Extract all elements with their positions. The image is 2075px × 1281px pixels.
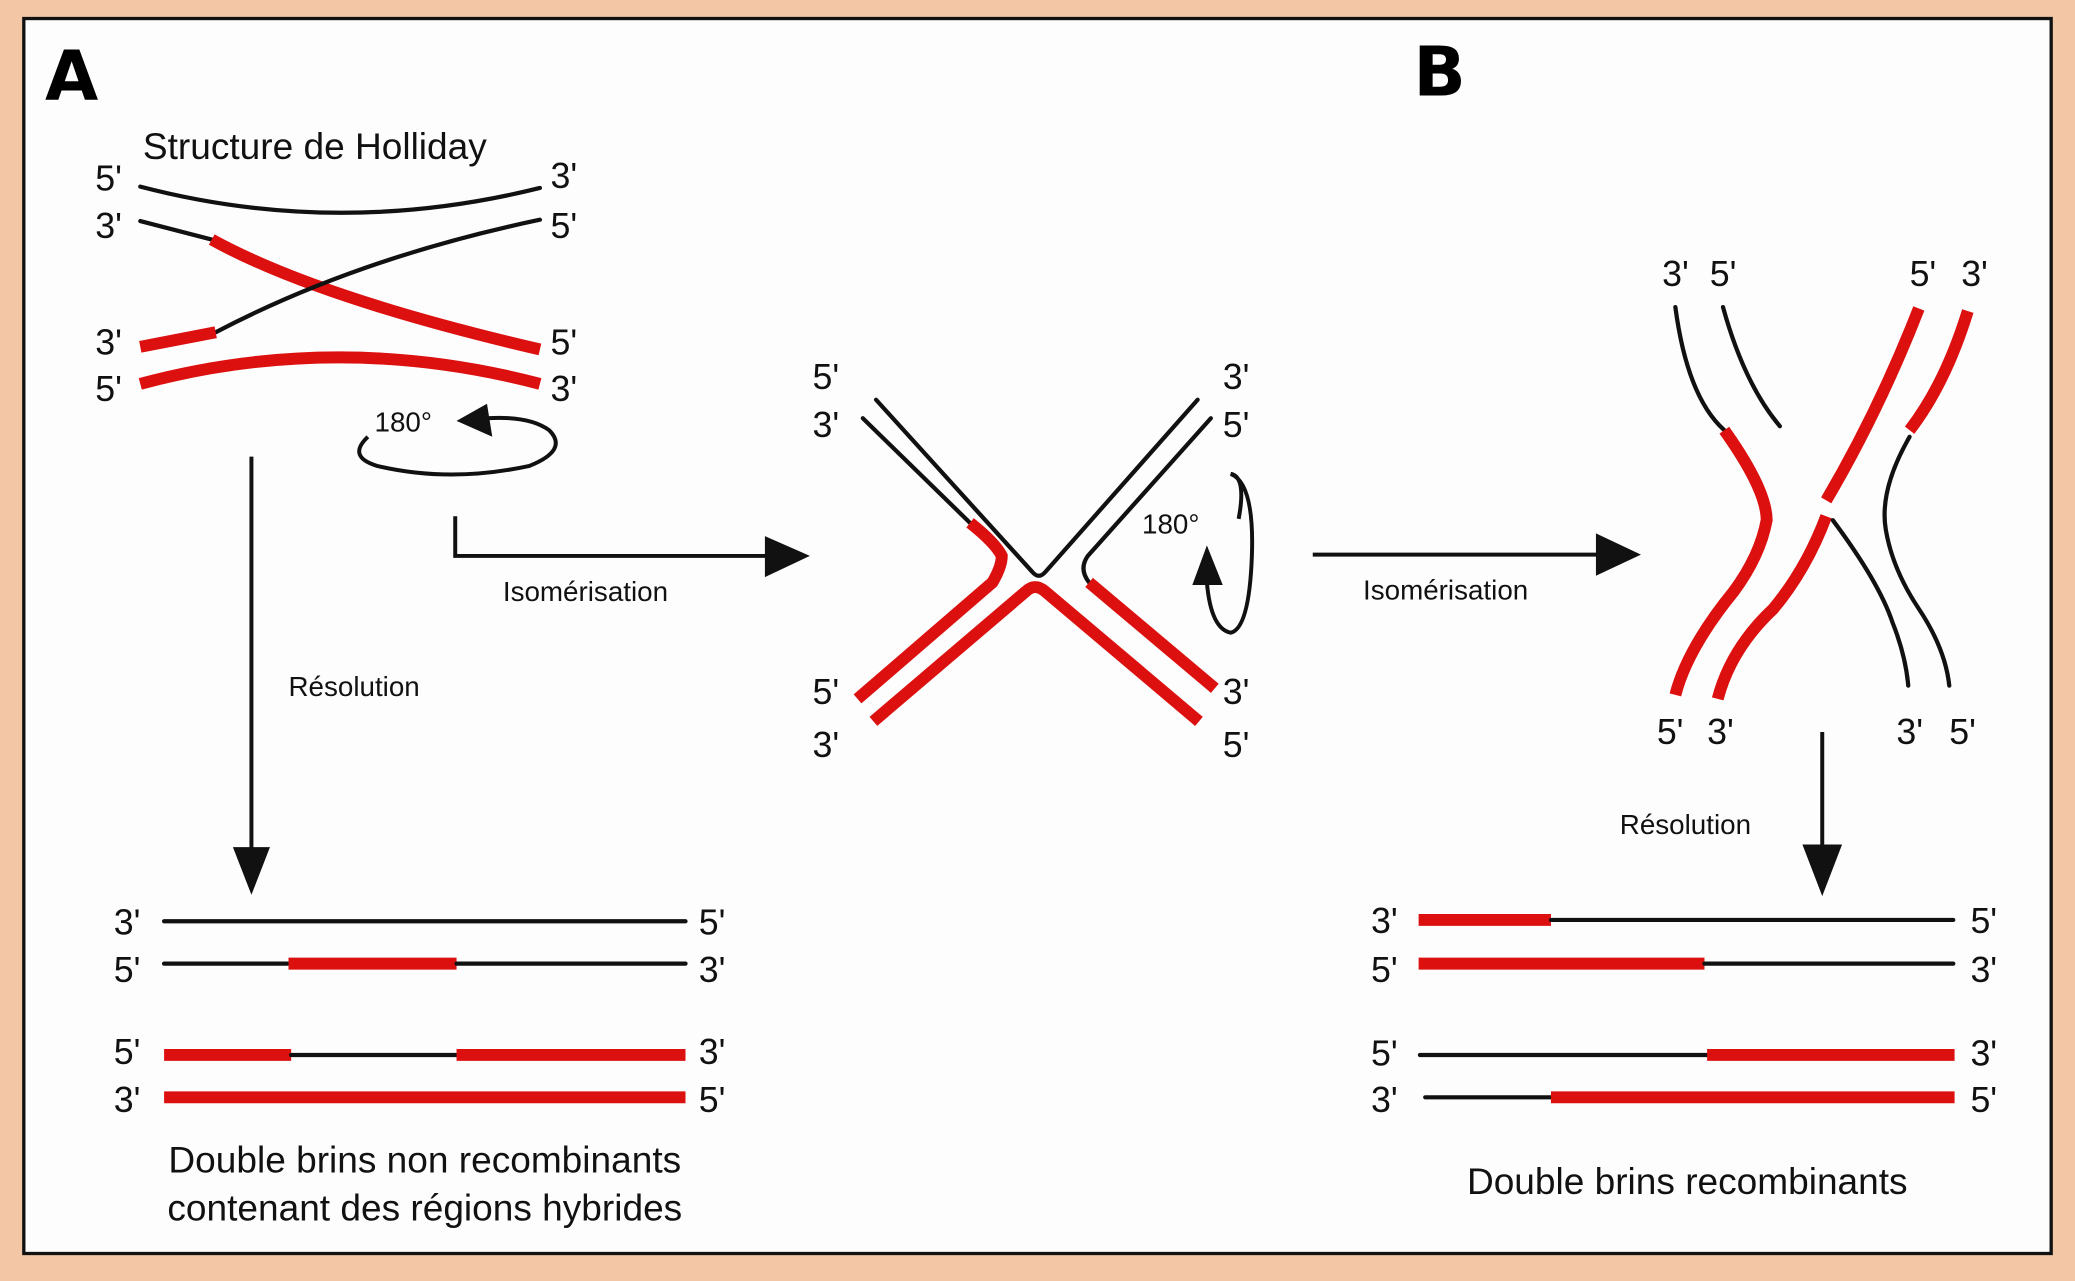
products-recombinant — [1417, 913, 1956, 1104]
isomerized-junction — [1669, 304, 1974, 701]
end-label: 5' — [1223, 725, 1250, 765]
end-label: 3' — [95, 206, 122, 246]
end-label: 3' — [551, 156, 578, 196]
end-label: 3' — [114, 902, 141, 942]
holliday-title: Structure de Holliday — [143, 125, 487, 167]
end-label: 3' — [95, 323, 122, 363]
strand-bottom-red — [138, 351, 542, 390]
open-holliday-junction — [853, 397, 1219, 726]
end-label: 3' — [551, 369, 578, 409]
end-label: 5' — [1949, 712, 1976, 752]
end-label: 3' — [1970, 950, 1997, 990]
strand-top — [138, 184, 543, 215]
end-label: 5' — [813, 672, 840, 712]
end-label: 5' — [1910, 254, 1937, 294]
end-label: 5' — [1970, 1080, 1997, 1120]
products-non-recombinant — [161, 919, 688, 1104]
end-label: 3' — [114, 1080, 141, 1120]
end-label: 5' — [95, 159, 122, 199]
end-label: 5' — [1371, 1034, 1398, 1074]
end-label: 3' — [1223, 357, 1250, 397]
resolution-arrowhead-b-icon — [1802, 844, 1843, 897]
end-label: 5' — [95, 369, 122, 409]
end-label: 3' — [1970, 1034, 1997, 1074]
end-label: 3' — [1662, 254, 1689, 294]
isomerisation-label-2: Isomérisation — [1363, 575, 1528, 606]
end-label: 5' — [114, 950, 141, 990]
end-label: 5' — [551, 206, 578, 246]
figure-frame — [22, 16, 2053, 1256]
end-label: 5' — [1657, 712, 1684, 752]
end-label: 3' — [813, 725, 840, 765]
rotation-label: 180° — [375, 407, 432, 438]
end-label: 5' — [1223, 405, 1250, 445]
panel-label-b: B — [1413, 32, 1465, 112]
end-label: 5' — [813, 357, 840, 397]
isomerisation-arrowhead-1-icon — [764, 536, 810, 578]
isomerisation-label-1: Isomérisation — [503, 576, 668, 607]
strand-crossing-left-red — [139, 326, 217, 353]
end-label: 3' — [1961, 254, 1988, 294]
rotation-label-vertical: 180° — [1142, 508, 1199, 539]
end-label: 3' — [699, 950, 726, 990]
end-label: 5' — [114, 1032, 141, 1072]
panel-label-a: A — [45, 36, 98, 116]
resolution-label-a: Résolution — [288, 671, 419, 702]
end-label: 3' — [1371, 1080, 1398, 1120]
end-label: 5' — [1970, 901, 1997, 941]
end-label: 3' — [1371, 901, 1398, 941]
end-label: 3' — [1223, 672, 1250, 712]
end-label: 3' — [1707, 712, 1734, 752]
end-label: 5' — [551, 323, 578, 363]
end-label: 3' — [1896, 712, 1923, 752]
rotation-arrow-horizontal-icon — [357, 403, 558, 477]
end-label: 5' — [1710, 254, 1737, 294]
caption-a-line1: Double brins non recombinants — [168, 1139, 681, 1181]
strand-crossing-left-black — [138, 218, 214, 242]
strand-crossing-black — [213, 217, 543, 335]
isomerisation-arrowhead-2-icon — [1595, 533, 1641, 576]
isomerisation-arrow-1-icon — [453, 516, 768, 558]
strand-crossing-red — [208, 234, 542, 356]
end-label: 5' — [699, 1080, 726, 1120]
resolution-arrowhead-a-icon — [232, 847, 270, 895]
end-label: 3' — [699, 1032, 726, 1072]
caption-a-line2: contenant des régions hybrides — [167, 1186, 682, 1228]
end-label: 3' — [813, 405, 840, 445]
end-label: 5' — [1371, 950, 1398, 990]
holliday-structure — [138, 184, 543, 390]
end-label: 5' — [699, 902, 726, 942]
resolution-label-b: Résolution — [1620, 809, 1751, 840]
rotation-arrow-vertical-icon — [1192, 471, 1255, 635]
caption-b: Double brins recombinants — [1467, 1160, 1908, 1202]
